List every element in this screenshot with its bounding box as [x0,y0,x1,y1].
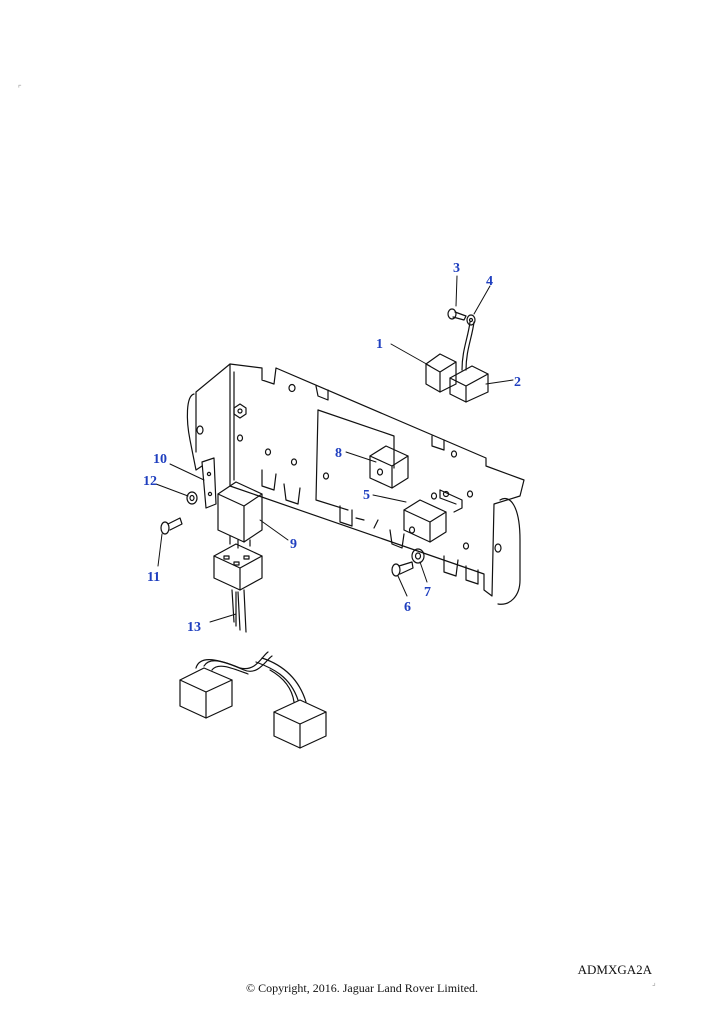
callout-2: 2 [514,375,521,390]
reference-code: ADMXGA2A [577,962,652,977]
callout-4: 4 [486,274,493,289]
callout-9: 9 [290,537,297,552]
callout-3: 3 [453,261,460,276]
leader-lines [155,275,514,623]
callout-labels: 1 2 3 4 5 6 7 8 9 10 11 12 13 [143,261,521,635]
callout-11: 11 [147,570,160,585]
screw-part-3 [447,308,467,321]
callout-12: 12 [143,474,157,489]
mounting-panel [186,363,525,605]
relay-part-9 [217,481,263,549]
copyright-notice: © Copyright, 2016. Jaguar Land Rover Lim… [245,981,479,995]
callout-13: 13 [187,620,201,635]
callout-10: 10 [153,452,167,467]
corner-mark-top-left: ⌜ [18,84,22,93]
relay-holder-part-2 [449,321,489,403]
relay-part-8 [369,445,409,489]
relay-part-5 [403,489,463,543]
relay-socket-harness-part-13 [179,543,327,749]
corner-mark-bottom-right: ⌟ [652,978,656,987]
callout-1: 1 [376,337,383,352]
screw-part-6 [391,561,414,577]
screw-part-11 [160,517,183,535]
callout-6: 6 [404,600,411,615]
washer-part-7 [411,548,425,564]
callout-5: 5 [363,488,370,503]
washer-part-12 [186,491,198,505]
eyelet-part-4 [466,314,476,326]
relay-part-1 [425,353,457,393]
callout-7: 7 [424,585,431,600]
callout-8: 8 [335,446,342,461]
bracket-part-10 [201,457,217,509]
